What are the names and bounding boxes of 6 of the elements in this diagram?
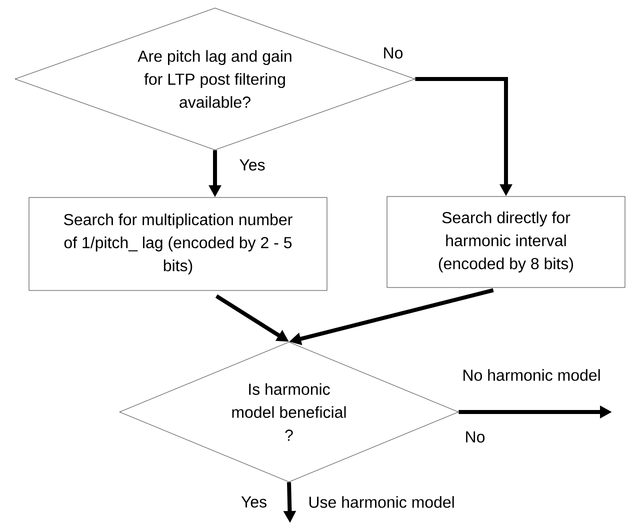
edge-label: No — [466, 431, 485, 443]
edge-label: Yes — [241, 496, 266, 508]
edge-label: No — [384, 47, 403, 59]
process-box: Search directly for harmonic interval (encoded by 8 bits) — [386, 196, 626, 288]
process-box: Search for multiplication number of 1/pitch_ lag (encoded by 2 - 5 bits) — [28, 197, 328, 291]
edge-label: Yes — [240, 159, 265, 171]
